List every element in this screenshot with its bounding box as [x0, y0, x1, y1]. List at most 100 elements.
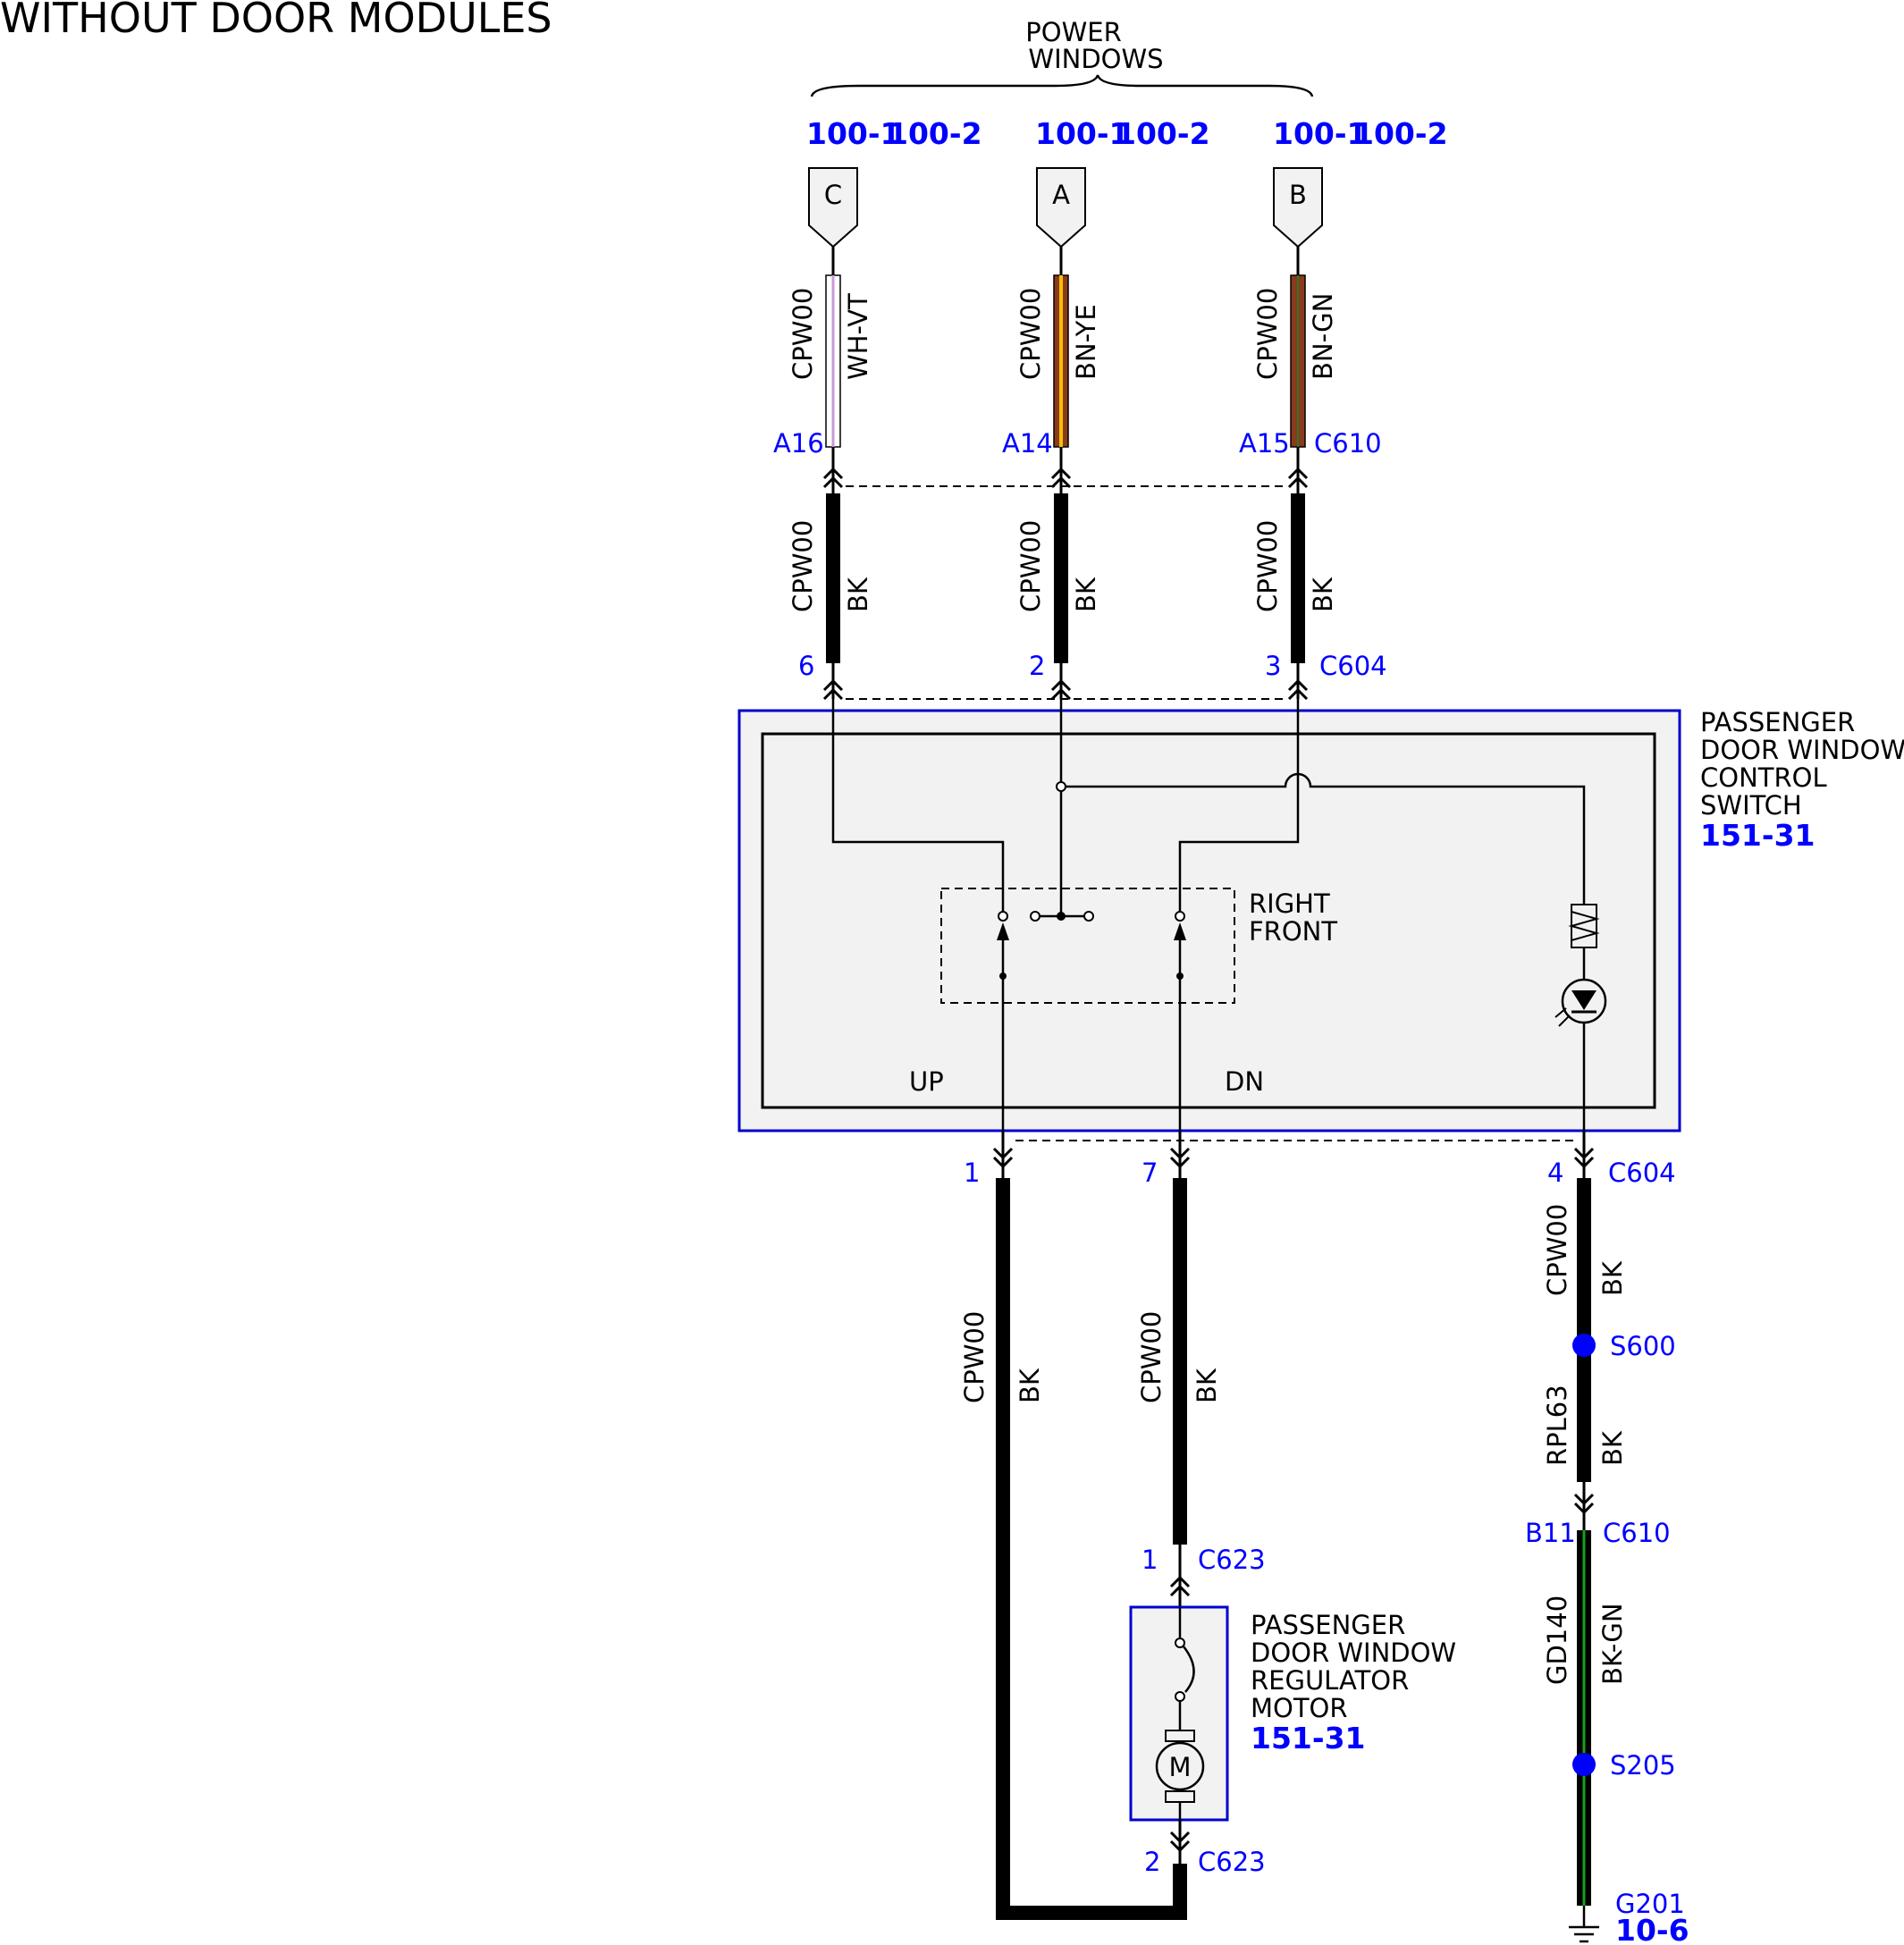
- switch-inner-box: [761, 732, 1656, 1109]
- pin-6: 6: [798, 651, 814, 681]
- wire-bk-2[interactable]: [1054, 493, 1068, 663]
- ref-c-100-2[interactable]: 100-2: [888, 116, 982, 151]
- ground-g201: G201: [1615, 1889, 1685, 1919]
- c610-lower-connector-symbol: [1573, 1482, 1595, 1530]
- motor-name-line3: REGULATOR: [1251, 1665, 1409, 1696]
- ground-wire3-circuit: GD140: [1542, 1596, 1572, 1685]
- wire-bk-6[interactable]: [826, 493, 840, 663]
- switch-name-line4: SWITCH: [1700, 790, 1802, 821]
- power-windows-label-line1: POWER: [1025, 17, 1121, 47]
- splice-s205[interactable]: [1572, 1753, 1596, 1776]
- switch-position-line2: FRONT: [1249, 916, 1337, 947]
- wire-bk-7[interactable]: [1173, 1178, 1187, 1545]
- illumination-resistor: [1568, 904, 1600, 948]
- pin-4: 4: [1547, 1158, 1563, 1188]
- terminal-a-letter: A: [1052, 180, 1070, 210]
- switch-name-line2: DOOR WINDOW: [1700, 735, 1904, 765]
- pin-1: 1: [964, 1158, 980, 1188]
- connector-c604-upper: C604: [1319, 651, 1387, 681]
- lower-wire-7-circuit: CPW00: [1136, 1311, 1167, 1403]
- ground-ref[interactable]: 10-6: [1615, 1913, 1689, 1945]
- connector-c604-lower: C604: [1608, 1158, 1676, 1188]
- middle-wire-2-color: BK: [1071, 577, 1101, 612]
- wire-bk-1-to-motor[interactable]: [996, 1178, 1187, 1920]
- middle-wire-6-color: BK: [843, 577, 873, 612]
- ref-b-100-2-2[interactable]: 100-2: [1353, 116, 1448, 151]
- connector-c610-upper: C610: [1314, 428, 1382, 459]
- upper-wire-b-color: BN-GN: [1308, 293, 1338, 380]
- upper-wire-b-circuit: CPW00: [1252, 288, 1283, 380]
- pin-2: 2: [1029, 651, 1045, 681]
- switch-ref[interactable]: 151-31: [1700, 818, 1816, 853]
- wire-bn-gn[interactable]: [1290, 274, 1306, 448]
- terminal-c-letter: C: [824, 180, 842, 210]
- motor-name-line4: MOTOR: [1251, 1693, 1348, 1723]
- pin-3: 3: [1265, 651, 1281, 681]
- middle-wire-3-color: BK: [1308, 577, 1338, 612]
- wire-bk-3[interactable]: [1291, 493, 1305, 663]
- splice-s205-label: S205: [1610, 1750, 1676, 1781]
- upper-wire-a-circuit: CPW00: [1015, 288, 1046, 380]
- motor-symbol: M: [1168, 1752, 1191, 1782]
- motor-top-pin: 1: [1142, 1545, 1158, 1575]
- motor-bottom-pin: 2: [1144, 1847, 1160, 1877]
- switch-name-line1: PASSENGER: [1700, 707, 1855, 737]
- connector-c610-lower: C610: [1603, 1518, 1671, 1548]
- motor-ref[interactable]: 151-31: [1251, 1721, 1366, 1756]
- c604-upper-connector-symbols: [822, 663, 1309, 701]
- upper-wire-c-color: WH-VT: [843, 293, 873, 380]
- switch-position-line1: RIGHT: [1249, 888, 1330, 919]
- page-title: WITHOUT DOOR MODULES: [0, 0, 552, 42]
- ref-a-100-2[interactable]: 100-2: [1116, 116, 1210, 151]
- wire-bk-gn[interactable]: [1577, 1530, 1591, 1906]
- ref-c-100-1[interactable]: 100-1: [806, 116, 901, 151]
- ground-wire1-circuit: CPW00: [1542, 1204, 1572, 1296]
- motor-name-line2: DOOR WINDOW: [1251, 1638, 1456, 1668]
- power-windows-brace: [810, 74, 1314, 97]
- switch-internal-wiring: [831, 699, 1586, 1153]
- c623-bottom-connector-symbol: [1169, 1820, 1191, 1864]
- splice-s600-label: S600: [1610, 1331, 1676, 1361]
- power-windows-label-line2: WINDOWS: [1028, 44, 1163, 74]
- lower-wire-1-circuit: CPW00: [959, 1311, 990, 1403]
- c623-top-connector-symbol: [1169, 1545, 1191, 1607]
- middle-wire-3-circuit: CPW00: [1252, 520, 1283, 612]
- switch-dashed-area: [940, 888, 1235, 1004]
- upper-wire-a-color: BN-YE: [1071, 304, 1101, 380]
- motor-internals: [1155, 1607, 1205, 1820]
- motor-top-connector: C623: [1198, 1545, 1266, 1575]
- ground-wire2-circuit: RPL63: [1542, 1385, 1572, 1466]
- terminal-b-letter: B: [1289, 180, 1307, 210]
- splice-s600[interactable]: [1572, 1334, 1596, 1357]
- ground-wire3-color: BK-GN: [1597, 1603, 1628, 1685]
- switch-dn-label: DN: [1225, 1066, 1264, 1097]
- c604-lower-connector-symbols: [992, 1131, 1595, 1178]
- ref-a-100-1[interactable]: 100-1: [1035, 116, 1130, 151]
- ground-wire1-color: BK: [1597, 1260, 1628, 1296]
- terminal-flag-a: A: [1036, 167, 1086, 248]
- wire-bk-4[interactable]: [1577, 1178, 1591, 1482]
- pin-b11: B11: [1525, 1518, 1576, 1548]
- pin-a15: A15: [1239, 428, 1290, 459]
- middle-wire-6-circuit: CPW00: [788, 520, 818, 612]
- wire-bn-ye[interactable]: [1053, 274, 1069, 448]
- upper-wire-c-circuit: CPW00: [788, 288, 818, 380]
- pin-a14: A14: [1002, 428, 1053, 459]
- lower-wire-7-color: BK: [1192, 1368, 1222, 1403]
- switch-name-line3: CONTROL: [1700, 762, 1827, 793]
- ground-wire2-color: BK: [1597, 1430, 1628, 1466]
- terminal-flag-c: C: [808, 167, 858, 248]
- lower-wire-1-color: BK: [1015, 1368, 1045, 1403]
- middle-wire-2-circuit: CPW00: [1015, 520, 1046, 612]
- switch-contacts: [997, 911, 1186, 980]
- terminal-flag-b: B: [1273, 167, 1323, 248]
- pin-a16: A16: [773, 428, 824, 459]
- motor-bottom-connector: C623: [1198, 1847, 1266, 1877]
- wire-wh-vt[interactable]: [825, 274, 841, 448]
- switch-junction: [1056, 781, 1066, 792]
- ground-icon: [1569, 1906, 1599, 1943]
- ref-b-100-2-1[interactable]: 100-1: [1273, 116, 1368, 151]
- illumination-led: [1554, 978, 1607, 1027]
- motor-name-line1: PASSENGER: [1251, 1610, 1405, 1640]
